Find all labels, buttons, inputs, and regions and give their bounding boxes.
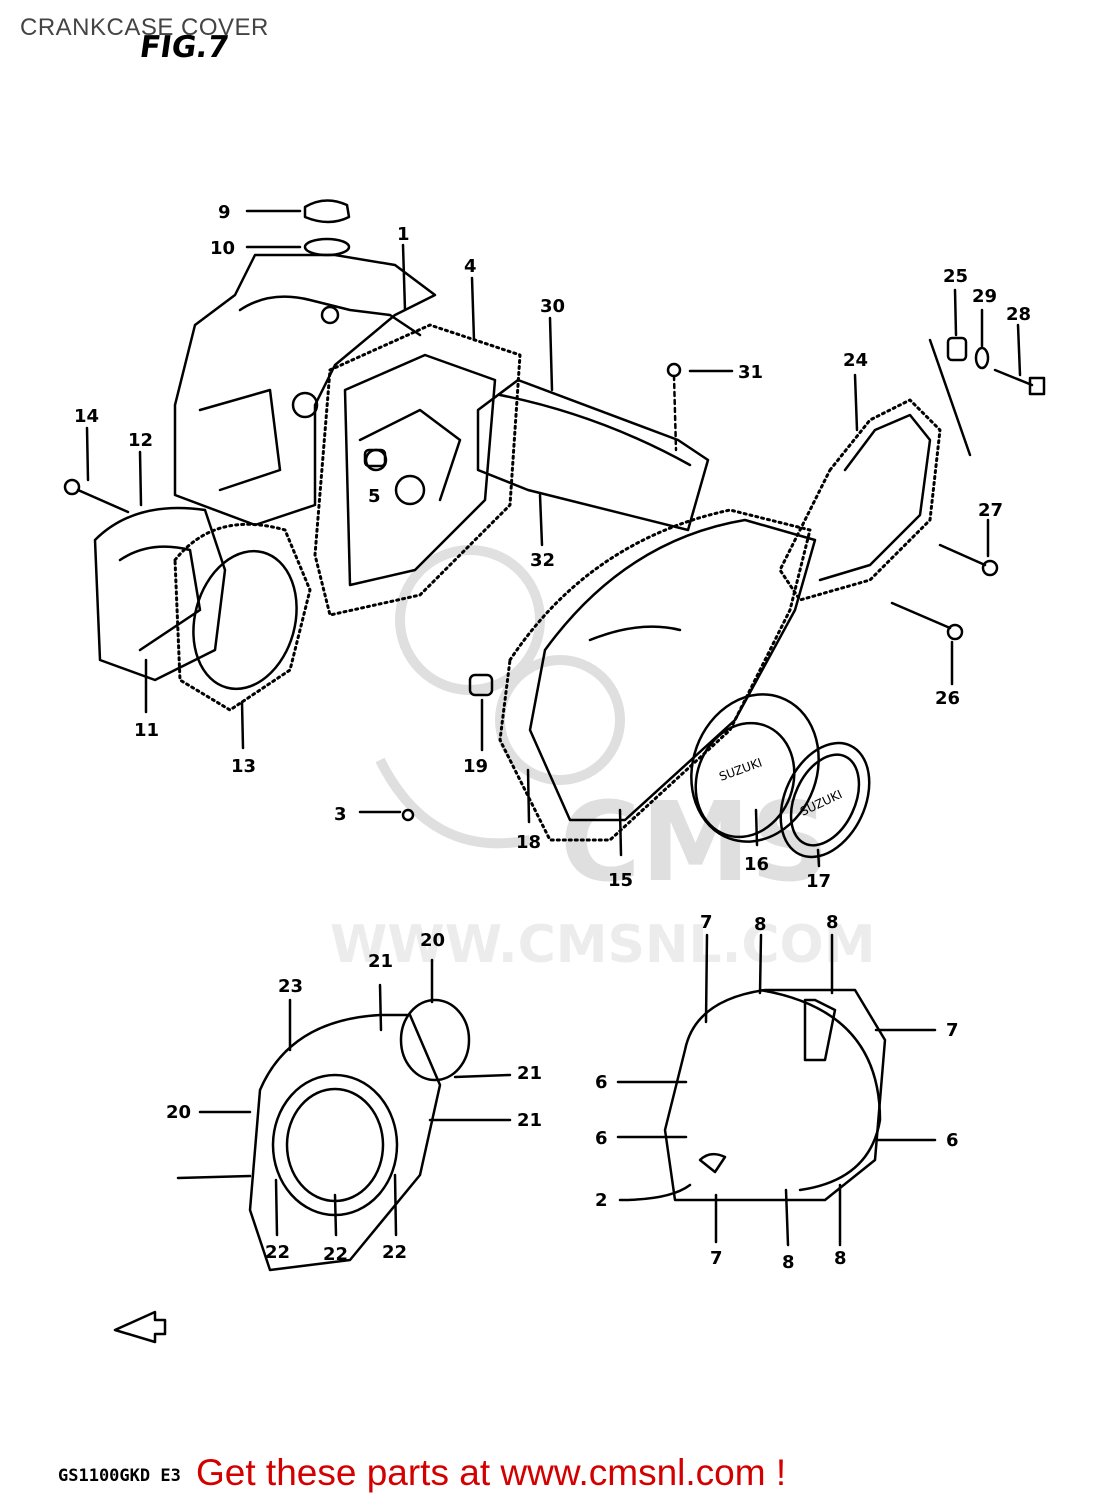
generator-gasket [173,522,312,750]
callout-21-mid: 21 [517,1063,542,1084]
clutch-cover [528,518,817,857]
callout-27: 27 [978,500,1003,521]
callout-10: 10 [210,238,235,259]
callout-22-b: 22 [323,1244,348,1265]
sprocket-cover [476,316,710,547]
clutch-gasket-outline [616,933,937,1247]
page-title: CRANKCASE COVER [20,14,269,41]
callout-15: 15 [608,870,633,891]
callout-12: 12 [128,430,153,451]
callout-20-left: 20 [166,1102,191,1123]
callout-8-bottom-b: 8 [834,1248,847,1269]
gasket-cover [313,276,522,617]
callout-24: 24 [843,350,868,371]
generator-cover-outline [176,958,512,1272]
cover-plate [778,338,972,602]
dowel-pin-19 [468,673,494,752]
callout-6-left-b: 6 [595,1128,608,1149]
crankcase-cover-main [173,243,437,527]
o-ring [245,237,351,257]
callout-9: 9 [218,202,231,223]
callout-8-top-b: 8 [826,912,839,933]
callout-2: 2 [595,1190,608,1211]
watermark-text: WWW.CMSNL.COM [330,915,876,975]
callout-6-left-a: 6 [595,1072,608,1093]
oil-filler-cap [245,199,351,224]
callout-22-c: 22 [382,1242,407,1263]
screw-3 [358,808,415,822]
callout-28: 28 [1006,304,1031,325]
generator-cover [93,450,227,714]
dowel-pin-5 [363,448,387,468]
callout-1: 1 [397,224,410,245]
callout-17: 17 [806,871,831,892]
bolt-31 [666,362,734,452]
callout-22-a: 22 [265,1242,290,1263]
rubber-grommet [946,288,968,362]
long-bolt-14 [63,426,130,514]
bolt-28 [993,323,1046,396]
callout-26: 26 [935,688,960,709]
model-code: GS1100GKD E3 [58,1466,181,1486]
callout-29: 29 [972,286,997,307]
callout-19: 19 [463,756,488,777]
callout-8-bottom-a: 8 [782,1252,795,1273]
bolt-26 [890,601,964,686]
callout-21-top: 21 [368,951,393,972]
callout-7-right: 7 [946,1020,959,1041]
callout-11: 11 [134,720,159,741]
footer-cta-link[interactable]: Get these parts at www.cmsnl.com ! [196,1452,787,1493]
callout-7-top: 7 [700,912,713,933]
callout-16: 16 [744,854,769,875]
callout-18: 18 [516,832,541,853]
watermark-logo: CMS [375,545,829,906]
forward-arrow-icon [113,1310,167,1344]
callout-31: 31 [738,362,763,383]
callout-4: 4 [464,256,477,277]
washer [974,308,990,370]
callout-7-bottom: 7 [710,1248,723,1269]
callout-30: 30 [540,296,565,317]
bolt-27 [938,518,999,577]
callout-5: 5 [368,486,381,507]
callout-32: 32 [530,550,555,571]
callout-8-top-a: 8 [754,914,767,935]
callout-13: 13 [231,756,256,777]
callout-3: 3 [334,804,347,825]
callout-14: 14 [74,406,99,427]
callout-25: 25 [943,266,968,287]
callout-20-top: 20 [420,930,445,951]
callout-23: 23 [278,976,303,997]
callout-21-low: 21 [517,1110,542,1131]
callout-6-right: 6 [946,1130,959,1151]
